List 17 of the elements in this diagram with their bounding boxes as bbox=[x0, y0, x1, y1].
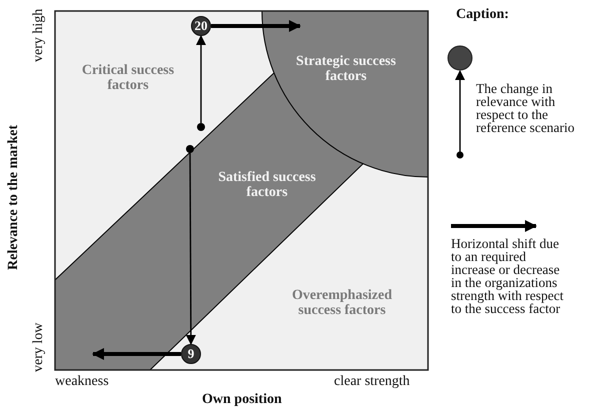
axis-label: weakness bbox=[55, 374, 109, 390]
axis-label: clear strength bbox=[334, 374, 410, 390]
axis-title: Caption: bbox=[456, 7, 509, 23]
axis-label: very high bbox=[31, 8, 47, 62]
arrow bbox=[186, 153, 196, 345]
arrow bbox=[196, 35, 206, 123]
axis-label: very low bbox=[31, 322, 47, 372]
legend-text: The change in relevance with respect to the reference scenario bbox=[476, 82, 576, 134]
axis-title: Own position bbox=[202, 392, 282, 408]
region-label: Overemphasized success factors bbox=[272, 288, 412, 318]
region-label: Strategic success factors bbox=[283, 54, 409, 84]
axis-title: Relevance to the market bbox=[6, 124, 22, 270]
thick-arrow bbox=[211, 20, 301, 32]
legend-text: Horizontal shift due to an required increase or decrease in the organizations strength with respect to the success factor bbox=[451, 237, 564, 315]
thick-arrow bbox=[92, 348, 181, 360]
region-label: Satisfied success factors bbox=[204, 170, 330, 200]
region-label: Critical success factors bbox=[78, 63, 178, 93]
